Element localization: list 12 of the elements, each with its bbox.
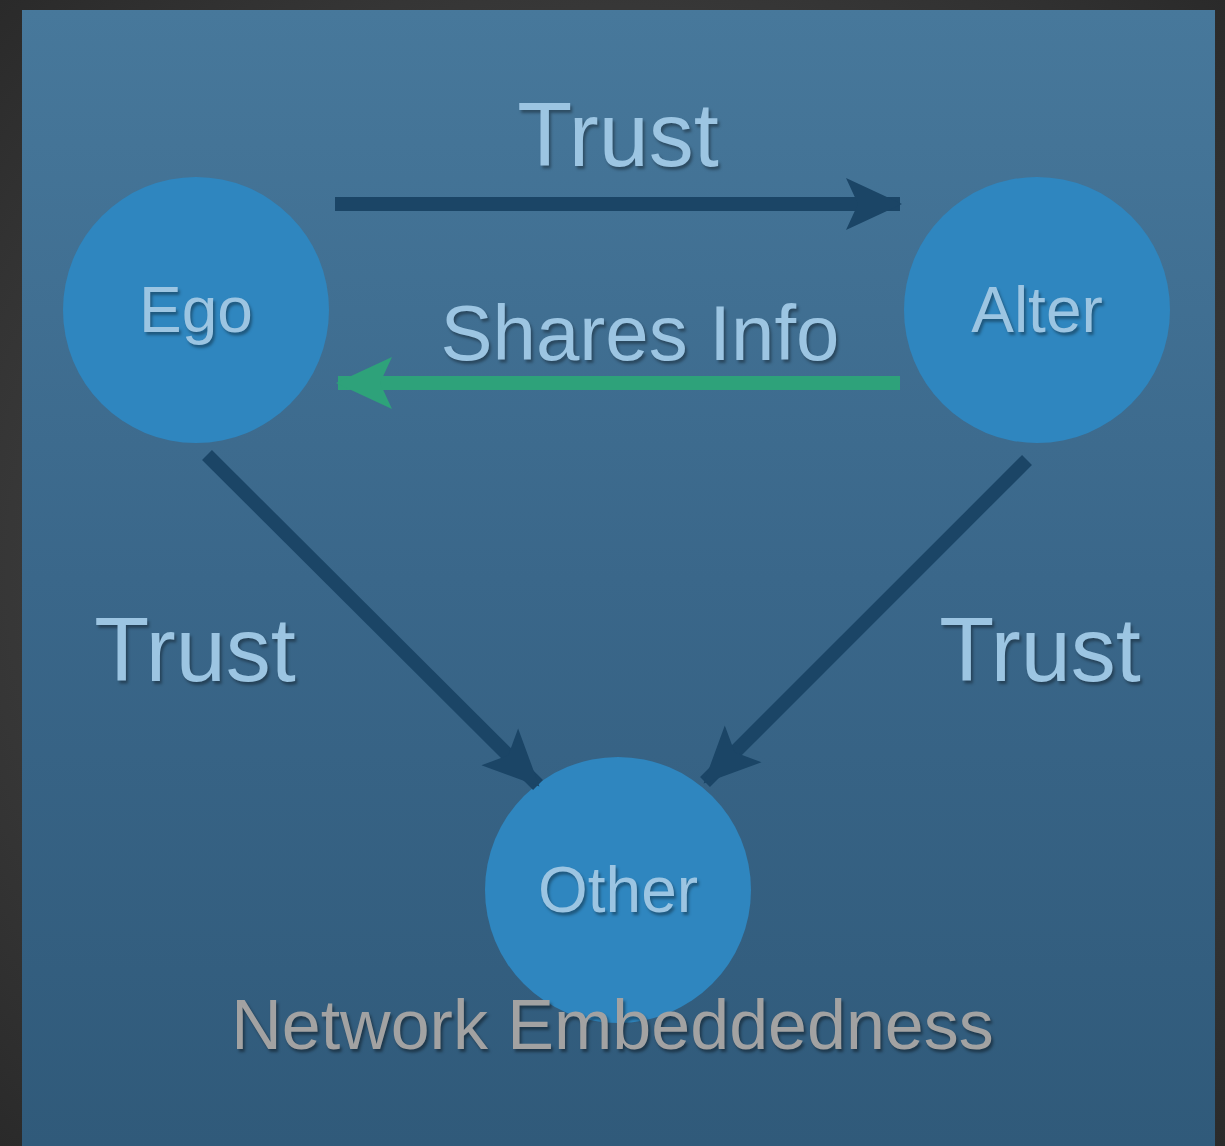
diagram-title: Network Embeddedness xyxy=(231,986,994,1064)
edge-label: Trust xyxy=(517,83,719,187)
arrow xyxy=(700,455,1032,787)
node-label: Ego xyxy=(139,273,253,347)
arrow xyxy=(202,450,543,790)
edge-label: Trust xyxy=(939,598,1141,702)
edge-label: Shares Info xyxy=(440,287,840,379)
node-label: Other xyxy=(537,853,699,927)
edge-label: Trust xyxy=(94,598,296,702)
arrow xyxy=(335,178,902,230)
node-label: Alter xyxy=(971,273,1103,347)
arrow xyxy=(336,357,900,409)
